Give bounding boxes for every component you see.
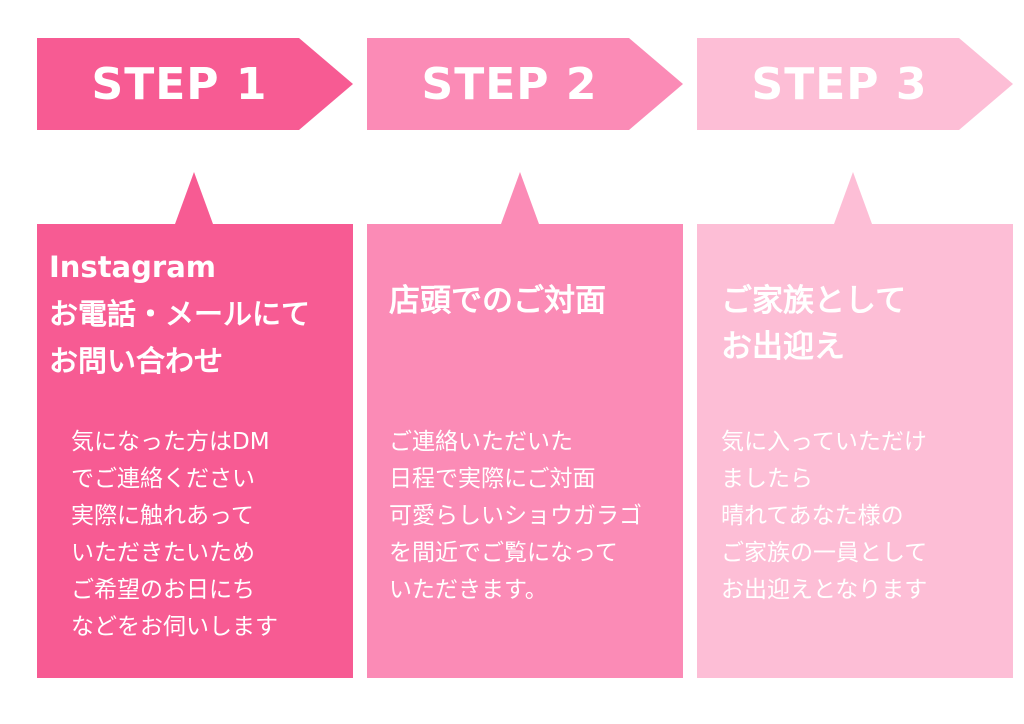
arrow-shape bbox=[367, 38, 683, 130]
step-1-body: 気になった方はDM でご連絡ください 実際に触れあって いただきたいため ご希望… bbox=[71, 429, 278, 640]
step-3-header: STEP 3 bbox=[697, 38, 1017, 130]
step-2-body: ご連絡いただいた 日程で実際にご対面 可愛らしいショウガラゴ を間近でご覧になっ… bbox=[389, 429, 642, 603]
step-3-card: ご家族として お出迎え 気に入っていただけ ましたら 晴れてあなた様の ご家族の… bbox=[697, 172, 1013, 678]
speech-bubble-shape bbox=[367, 172, 683, 678]
step-2-header: STEP 2 bbox=[367, 38, 687, 130]
speech-bubble-shape bbox=[37, 172, 353, 678]
step-2-card: 店頭でのご対面 ご連絡いただいた 日程で実際にご対面 可愛らしいショウガラゴ を… bbox=[367, 172, 683, 678]
step-3-title: ご家族として お出迎え bbox=[721, 283, 907, 365]
arrow-shape bbox=[697, 38, 1013, 130]
step-2-label: STEP 2 bbox=[421, 58, 598, 110]
step-3-body: 気に入っていただけ ましたら 晴れてあなた様の ご家族の一員として お出迎えとな… bbox=[721, 429, 928, 603]
arrow-shape bbox=[37, 38, 353, 130]
step-1-header: STEP 1 bbox=[37, 38, 357, 130]
step-2-title: 店頭でのご対面 bbox=[389, 283, 606, 319]
speech-bubble-shape bbox=[697, 172, 1013, 678]
step-3-label: STEP 3 bbox=[751, 58, 928, 110]
step-1-card: Instagram お電話・メールにて お問い合わせ 気になった方はDM でご連… bbox=[37, 172, 353, 678]
step-1-title: Instagram お電話・メールにて お問い合わせ bbox=[49, 250, 311, 378]
step-1-label: STEP 1 bbox=[91, 58, 268, 110]
